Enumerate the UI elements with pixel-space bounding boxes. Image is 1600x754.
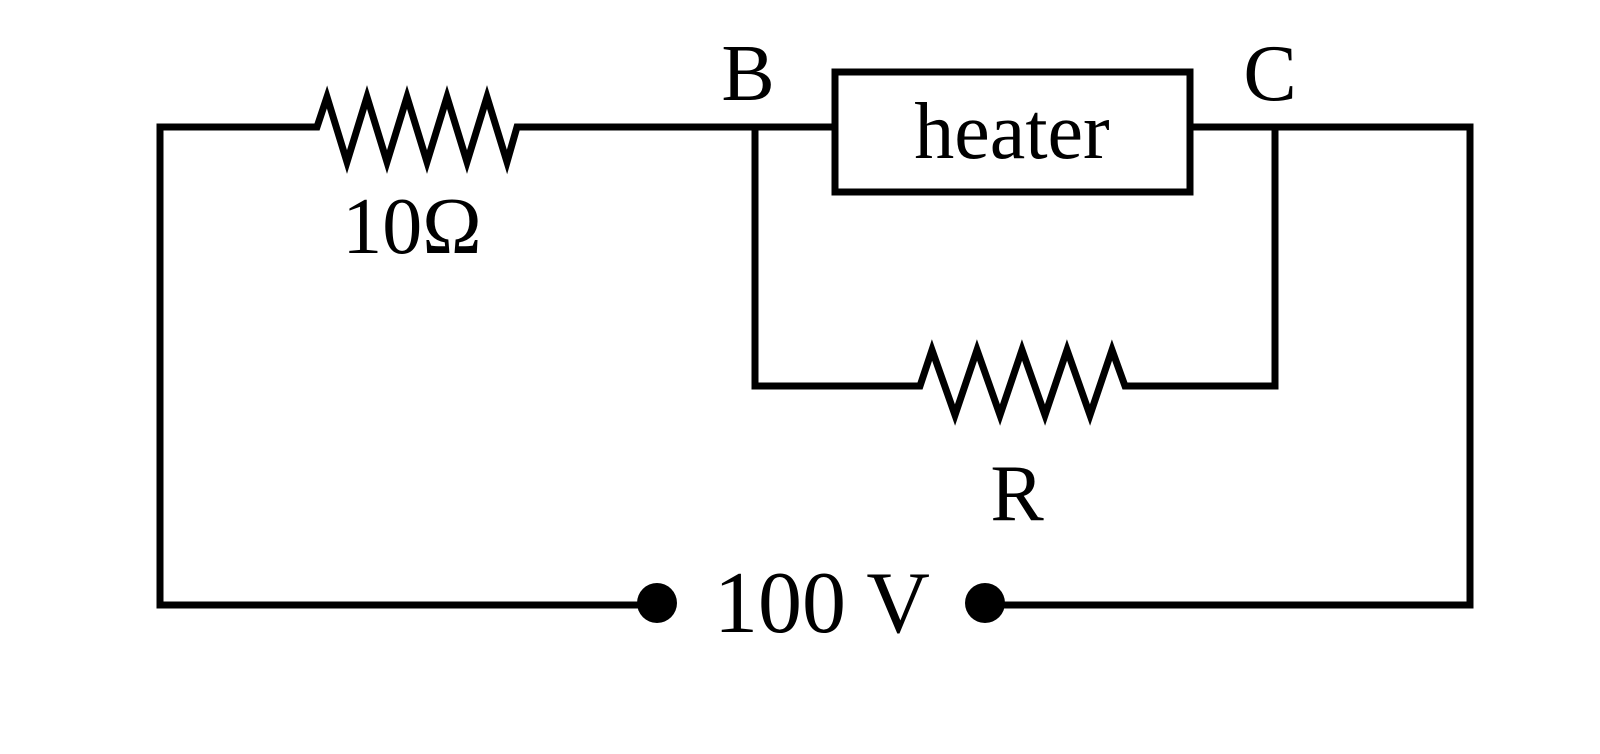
parallel-resistor-label: R xyxy=(990,450,1044,538)
heater-box xyxy=(831,68,1194,196)
terminal-right xyxy=(965,583,1005,623)
wire-parallel-right xyxy=(1131,123,1279,390)
series-resistor-label: 10Ω xyxy=(342,183,481,271)
wire-right-loop xyxy=(981,123,1474,609)
heater-label: heater xyxy=(914,88,1109,176)
source-voltage-label: 100 V xyxy=(714,555,930,652)
wire-parallel-left xyxy=(751,123,914,390)
wire-left-loop xyxy=(156,123,644,609)
node-c-label: C xyxy=(1243,30,1296,118)
node-b-label: B xyxy=(721,30,774,118)
terminal-left xyxy=(637,583,677,623)
resistor-r xyxy=(906,339,1139,426)
resistor-10-ohm xyxy=(306,85,534,175)
